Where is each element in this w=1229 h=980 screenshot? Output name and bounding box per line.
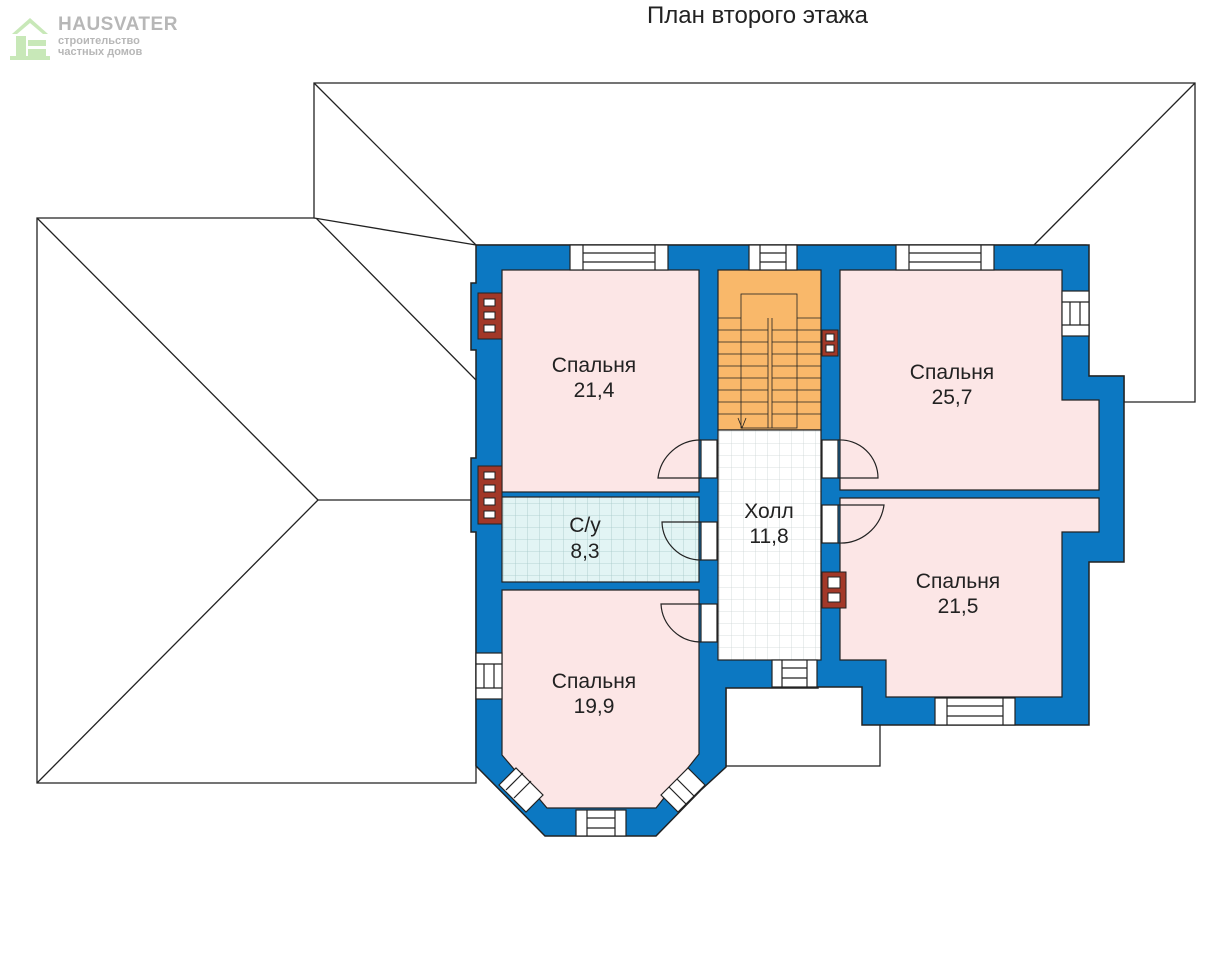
bedroom-1-area: 21,4: [574, 379, 615, 402]
logo-brand: HAUSVATER: [58, 14, 178, 35]
bedroom-1: [501, 269, 700, 493]
bedroom-3-name: Спальня: [910, 361, 994, 384]
bathroom-name: С/у: [569, 514, 601, 537]
window-right: [1061, 290, 1090, 337]
room-labels: Спальня 21,4 С/у 8,3 Спальня 19,9 Холл 1…: [552, 354, 1000, 718]
stairs: [717, 269, 822, 431]
window-bottom-1: [575, 809, 627, 837]
chimney-stairs: [821, 329, 839, 357]
window-left: [475, 652, 503, 700]
roof-left: [36, 217, 477, 784]
bedroom-4-area: 21,5: [938, 595, 979, 618]
bathroom-area: 8,3: [570, 540, 599, 563]
chimney-right: [821, 571, 847, 609]
house-logo-icon: [10, 18, 50, 60]
chimneys: [477, 292, 847, 609]
hall-area: 11,8: [749, 525, 788, 548]
window-top-1: [569, 244, 669, 271]
window-diag-right: [660, 767, 706, 813]
logo-subtitle-line2: частных домов: [58, 46, 143, 58]
logo-subtitle-line1: строительство: [58, 35, 140, 47]
bedroom-4: [839, 497, 1100, 698]
window-bottom-2: [934, 697, 1016, 726]
window-bottom-hall: [771, 659, 818, 688]
bedroom-3: [839, 269, 1100, 491]
hall-name: Холл: [744, 500, 794, 523]
bedroom-2-area: 19,9: [574, 695, 615, 718]
chimney-left-top: [477, 292, 503, 340]
plan-title: План второго этажа: [647, 2, 868, 29]
windows: [475, 244, 1090, 837]
bedroom-3-area: 25,7: [932, 386, 973, 409]
window-diag-left: [498, 767, 544, 813]
chimney-left-mid: [477, 465, 503, 525]
hall: [717, 429, 822, 661]
bedroom-1-name: Спальня: [552, 354, 636, 377]
hausvater-logo: HAUSVATER строительство частных домов: [8, 12, 208, 66]
bathroom: [501, 496, 700, 583]
window-top-2: [748, 244, 798, 271]
bedroom-2: [501, 589, 700, 809]
bedroom-4-name: Спальня: [916, 570, 1000, 593]
doors: [657, 439, 885, 643]
bedroom-2-name: Спальня: [552, 670, 636, 693]
entrance-canopy: [725, 685, 881, 767]
window-top-3: [895, 244, 995, 271]
